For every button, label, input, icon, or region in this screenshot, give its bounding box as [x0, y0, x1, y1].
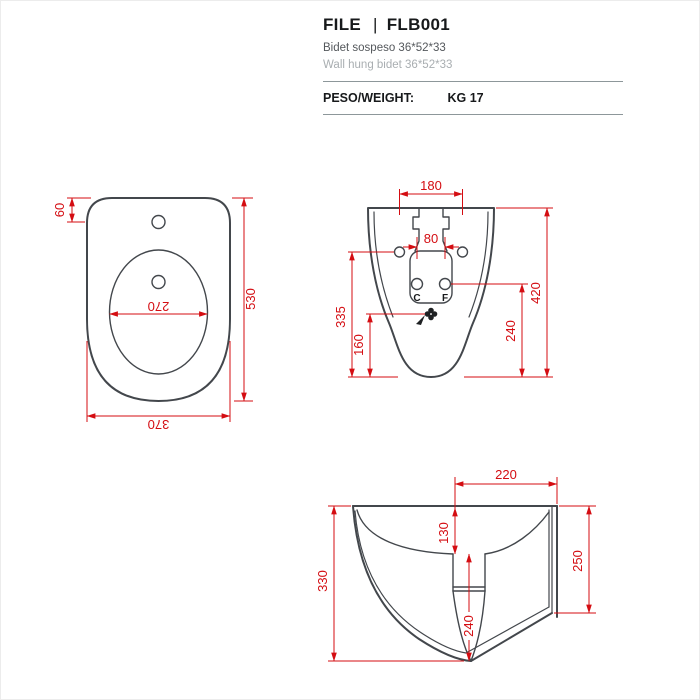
drain-dot: [424, 311, 431, 317]
fixture-neck: [412, 207, 450, 252]
mount-hole-left: [393, 246, 406, 258]
dim-mount-height: 335: [333, 251, 398, 378]
divider-line: [323, 81, 623, 82]
page-title: FILE | FLB001: [323, 15, 623, 35]
tap-hole-hot: [410, 277, 424, 291]
front-view-outline: [367, 207, 495, 378]
dim-label: 130: [436, 522, 451, 544]
dim-label: 60: [52, 203, 67, 217]
drain-dot: [428, 314, 434, 321]
subtitle-english: Wall hung bidet 36*52*33: [323, 59, 453, 71]
dim-drain-drop: 240: [461, 553, 476, 662]
mount-hole-right: [456, 246, 469, 258]
dim-hole-offset: 60: [52, 197, 91, 223]
cold-water-label: F: [442, 293, 448, 304]
dim-depth: 530: [232, 197, 258, 402]
subtitle-italian: Bidet sospeso 36*52*33: [323, 42, 446, 54]
dim-label: 270: [148, 299, 170, 314]
dim-drain-offset: 130: [436, 507, 458, 555]
bowl-profile: [356, 509, 454, 555]
drain-dot: [428, 307, 434, 314]
dim-mount-width: 180: [399, 178, 463, 215]
title-file-label: FILE: [323, 15, 362, 34]
dim-tap-height: 240: [451, 283, 528, 378]
hot-water-label: C: [413, 293, 420, 304]
dim-label: 80: [424, 231, 438, 246]
top-view: 60 530 270 370: [52, 197, 258, 432]
bidet-front-outline: [367, 207, 495, 378]
dim-top-depth: 220: [454, 467, 558, 508]
drain-dot: [431, 311, 438, 317]
inner-shell: [354, 510, 550, 654]
dim-label: 420: [528, 282, 543, 304]
dim-total-height: 420: [464, 207, 553, 378]
dim-label: 160: [351, 334, 366, 356]
dim-front-height: 330: [315, 505, 464, 662]
weight-row: PESO/WEIGHT: KG 17: [323, 91, 623, 105]
title-separator: |: [373, 15, 378, 34]
divider-line: [323, 114, 623, 115]
tap-hole-cold: [438, 277, 452, 291]
dim-label: 370: [148, 417, 170, 432]
dim-label: 240: [461, 615, 476, 637]
side-view: 220 130 250 330 240: [315, 467, 596, 662]
fixture-box: [409, 250, 453, 304]
dim-rear-height: 250: [554, 505, 596, 614]
faucet-hole: [151, 214, 166, 230]
drain-icon: [416, 307, 438, 325]
dim-label: 240: [503, 320, 518, 342]
dim-label: 335: [333, 306, 348, 328]
spray-arrow-icon: [416, 315, 425, 325]
front-profile: [352, 505, 472, 662]
weight-value: KG 17: [447, 91, 484, 105]
dim-bowl-width: 270: [109, 299, 208, 317]
dim-label: 530: [243, 288, 258, 310]
bowl-drain-hole: [151, 274, 166, 290]
dim-width: 370: [86, 341, 231, 432]
dim-drain-height: 160: [351, 313, 425, 378]
inner-rim-right: [468, 211, 489, 318]
bottom-edge: [470, 612, 553, 662]
title-model-code: FLB001: [386, 15, 450, 34]
dim-label: 330: [315, 570, 330, 592]
weight-label: PESO/WEIGHT:: [323, 91, 414, 105]
trap-right: [470, 590, 486, 662]
bidet-plan-outline: [86, 197, 231, 402]
front-view: C F 180 80: [333, 178, 553, 378]
dim-label: 180: [420, 178, 442, 193]
inner-rim-left: [373, 211, 394, 318]
dim-label: 250: [570, 550, 585, 572]
title-block: FILE | FLB001 Bidet sospeso 36*52*33 Wall …: [323, 15, 623, 115]
bowl-back-profile: [484, 511, 550, 555]
dim-label: 220: [495, 467, 517, 482]
dim-tap-spacing: 80: [403, 231, 459, 259]
